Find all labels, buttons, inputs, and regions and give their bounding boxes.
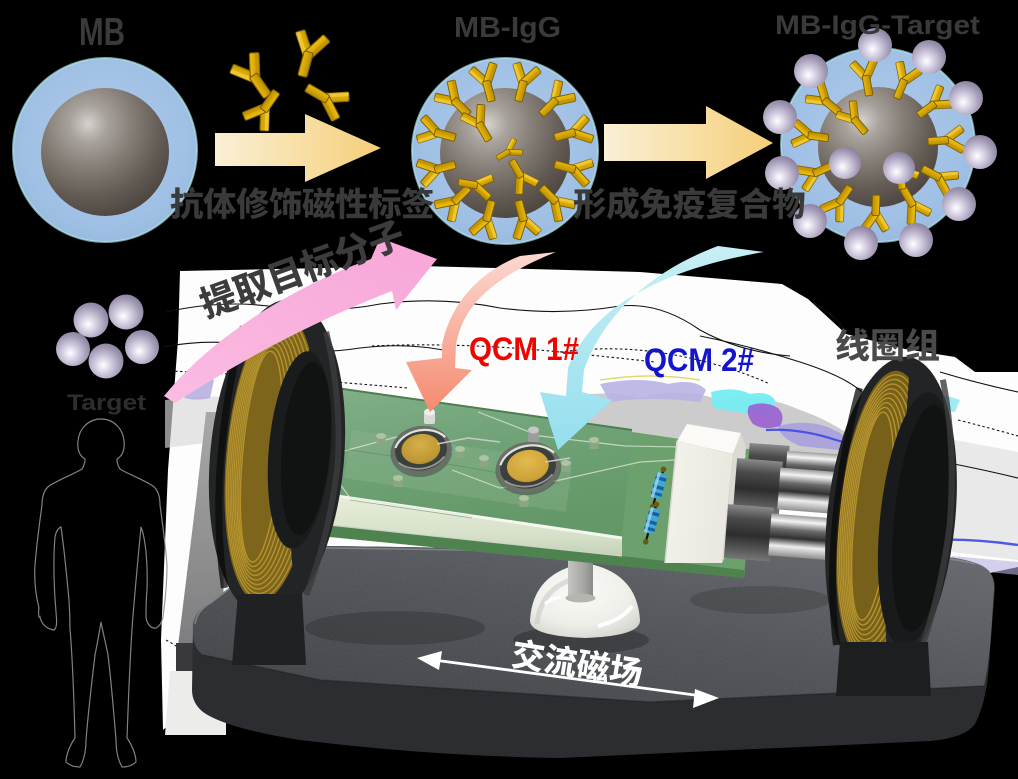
svg-text:MB-IgG-Target: MB-IgG-Target — [775, 10, 980, 40]
svg-text:MB: MB — [79, 11, 125, 54]
svg-text:QCM 2#: QCM 2# — [644, 342, 754, 378]
svg-text:Target: Target — [67, 390, 147, 415]
svg-text:MB-IgG: MB-IgG — [454, 12, 561, 44]
svg-text:QCM 1#: QCM 1# — [469, 331, 579, 367]
